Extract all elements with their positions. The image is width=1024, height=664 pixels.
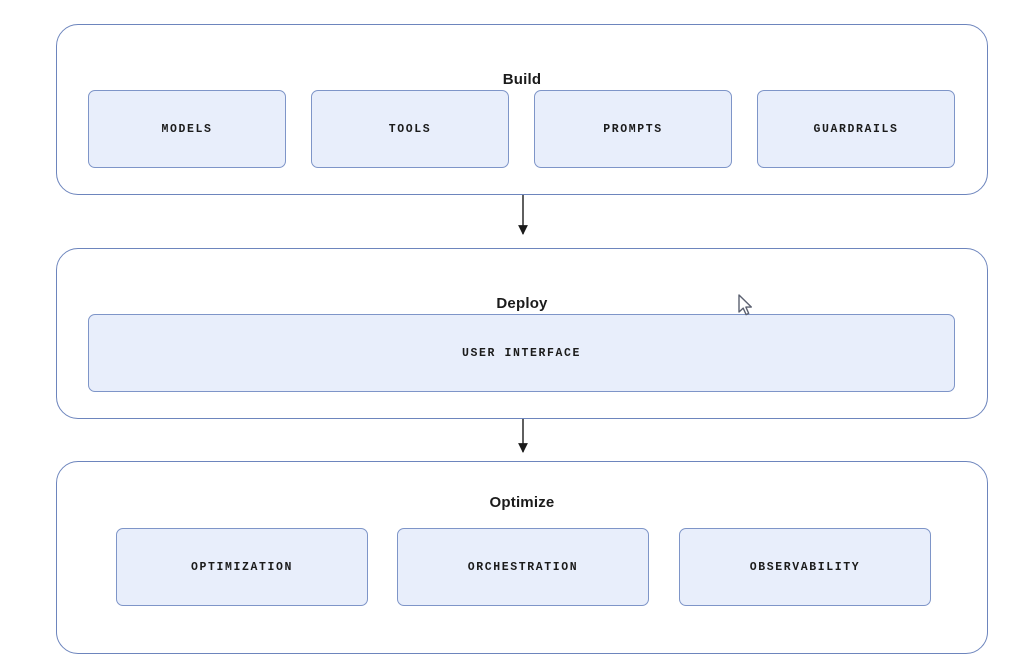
node-prompts-label: PROMPTS <box>603 122 663 136</box>
node-tools[interactable]: TOOLS <box>311 90 509 168</box>
node-models-label: MODELS <box>161 122 213 136</box>
node-optimization-label: OPTIMIZATION <box>190 560 293 574</box>
node-orchestration[interactable]: ORCHESTRATION <box>397 528 649 606</box>
node-guardrails[interactable]: GUARDRAILS <box>757 90 955 168</box>
node-user-interface-label: USER INTERFACE <box>461 346 581 360</box>
node-tools-label: TOOLS <box>388 122 432 136</box>
stage-optimize[interactable]: Optimize OPTIMIZATION ORCHESTRATION OBSE… <box>56 461 988 654</box>
stage-build[interactable]: Build MODELS TOOLS PROMPTS GUARDRAILS <box>56 24 988 195</box>
stage-deploy[interactable]: Deploy USER INTERFACE <box>56 248 988 419</box>
node-prompts[interactable]: PROMPTS <box>534 90 732 168</box>
node-orchestration-label: ORCHESTRATION <box>467 560 579 574</box>
node-observability[interactable]: OBSERVABILITY <box>679 528 931 606</box>
stage-optimize-title: Optimize <box>489 494 555 511</box>
node-optimization[interactable]: OPTIMIZATION <box>116 528 368 606</box>
node-user-interface[interactable]: USER INTERFACE <box>88 314 955 392</box>
stage-deploy-title: Deploy <box>496 295 548 312</box>
node-models[interactable]: MODELS <box>88 90 286 168</box>
node-guardrails-label: GUARDRAILS <box>813 122 899 136</box>
stage-build-title: Build <box>502 71 542 88</box>
node-observability-label: OBSERVABILITY <box>749 560 861 574</box>
